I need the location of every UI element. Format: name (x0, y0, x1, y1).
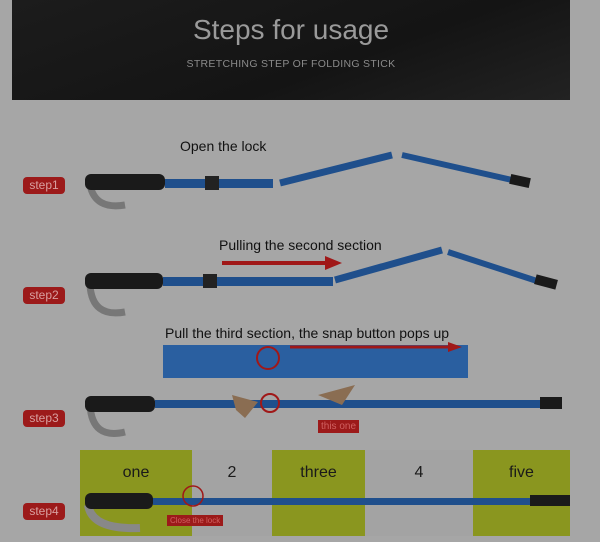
section-five: five (473, 450, 570, 536)
step2-badge: step2 (23, 287, 65, 304)
pole-step4 (84, 485, 570, 533)
section-4: 4 (365, 450, 473, 536)
pole-step3 (85, 385, 562, 437)
snap-button-inset (163, 342, 468, 378)
step1-badge: step1 (23, 177, 65, 194)
step3-badge: step3 (23, 410, 65, 427)
header-banner: Steps for usage STRETCHING STEP OF FOLDI… (12, 0, 570, 100)
step1-caption: Open the lock (180, 138, 267, 154)
step3-caption: Pull the third section, the snap button … (165, 325, 450, 341)
close-lock-tag: Close the lock (167, 515, 224, 526)
section-three: three (272, 450, 365, 536)
step2-caption: Pulling the second section (219, 237, 382, 253)
this-one-tag: this one (318, 420, 360, 433)
page-title: Steps for usage (192, 14, 390, 45)
step4-badge: step4 (23, 503, 65, 520)
pole-step1 (85, 151, 531, 210)
pole-step2 (85, 246, 558, 317)
page-subtitle: STRETCHING STEP OF FOLDING STICK (186, 58, 396, 70)
